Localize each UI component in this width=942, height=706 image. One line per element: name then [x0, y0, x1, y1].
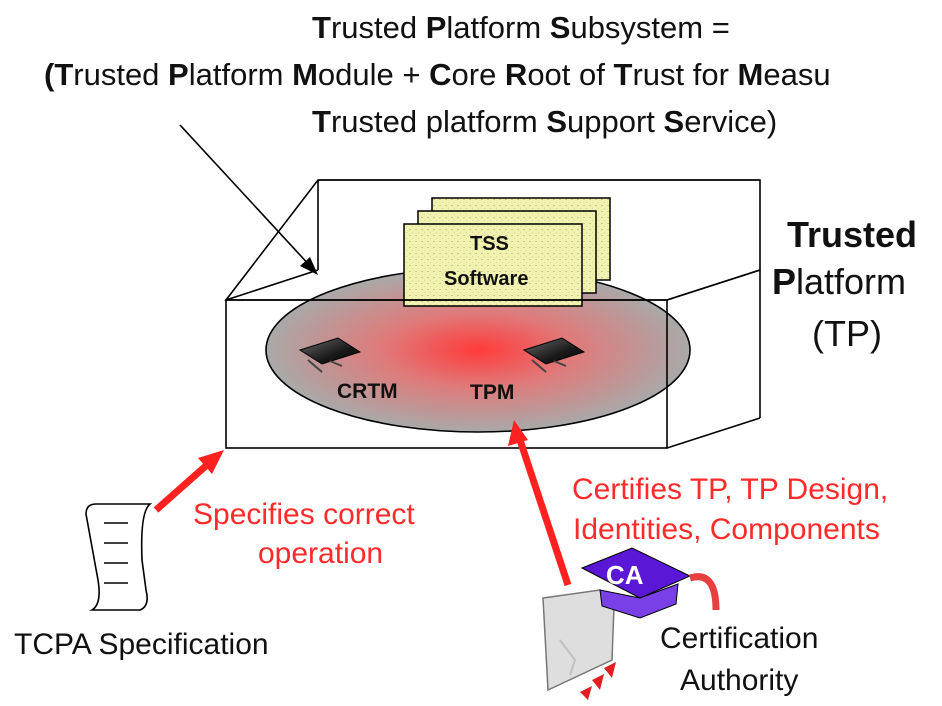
header-line2-segment: oot of	[527, 57, 614, 92]
platform-box-front	[224, 179, 761, 449]
tpm-label: TPM	[470, 381, 515, 404]
header-line2-segment: T	[54, 57, 74, 92]
header-line3-segment: S	[663, 104, 685, 139]
header-line1-segment: S	[549, 10, 571, 45]
header-line2-segment: odule +	[317, 57, 430, 92]
header-line3-segment: T	[312, 104, 331, 139]
header-line1-segment: rusted	[330, 10, 426, 45]
header-line1-segment: T	[312, 10, 331, 45]
tss-software-stack	[403, 197, 611, 307]
tcpa-document-icon	[85, 503, 153, 611]
certification-label: Certification	[660, 622, 819, 655]
platform-label-rest: latform	[796, 261, 907, 302]
header-line-1: Trusted Platform Subsystem =	[312, 10, 730, 46]
header-line-3: Trusted platform Support Service)	[312, 104, 777, 140]
tpm-chip-icon	[522, 337, 586, 373]
spec-note-line-2: operation	[258, 537, 384, 570]
header-line2-segment: P	[168, 57, 189, 92]
tss-pointer-arrow	[179, 124, 318, 275]
crtm-chip-icon	[298, 337, 362, 373]
authority-label: Authority	[680, 664, 799, 697]
tcpa-specification-label: TCPA Specification	[14, 628, 269, 661]
header-line1-segment: latform	[446, 10, 550, 45]
header-line2-segment: (	[44, 57, 55, 92]
cert-arrow	[508, 420, 572, 587]
header-line3-segment: rusted platform	[330, 104, 547, 139]
header-line2-segment: rust for	[632, 57, 738, 92]
tss-label: TSS	[470, 233, 509, 255]
header-line1-segment: ubsystem =	[570, 10, 730, 45]
header-line2-segment: C	[429, 57, 452, 92]
header-line2-segment: rusted	[73, 57, 169, 92]
header-line2-segment: M	[737, 57, 764, 92]
header-line2-segment: latform	[188, 57, 293, 92]
platform-label: Platform	[772, 261, 906, 303]
trusted-label: Trusted	[787, 214, 918, 255]
software-label: Software	[444, 268, 529, 290]
header-line2-segment: easu	[763, 57, 831, 92]
header-line3-segment: upport	[567, 104, 664, 139]
header-line3-segment: S	[546, 104, 567, 139]
header-line2-segment: ore	[451, 57, 505, 92]
ca-diploma-icon	[542, 547, 720, 700]
cert-note-line-1: Certifies TP, TP Design,	[572, 473, 889, 506]
header-line2-segment: M	[292, 57, 318, 92]
ca-badge-label: CA	[606, 560, 644, 590]
header-line-2: (Trusted Platform Module + Core Root of …	[44, 57, 831, 93]
header-line1-segment: P	[425, 10, 447, 45]
spec-note-line-1: Specifies correct	[193, 498, 415, 531]
platform-label-initial: P	[772, 261, 797, 302]
header-line2-segment: R	[504, 57, 528, 92]
cert-note-line-2: Identities, Components	[573, 513, 880, 546]
header-line3-segment: ervice)	[684, 104, 778, 139]
tp-abbrev-label: (TP)	[812, 313, 882, 354]
spec-arrow	[153, 450, 224, 513]
header-line2-segment: T	[613, 57, 633, 92]
crtm-label: CRTM	[337, 380, 398, 403]
